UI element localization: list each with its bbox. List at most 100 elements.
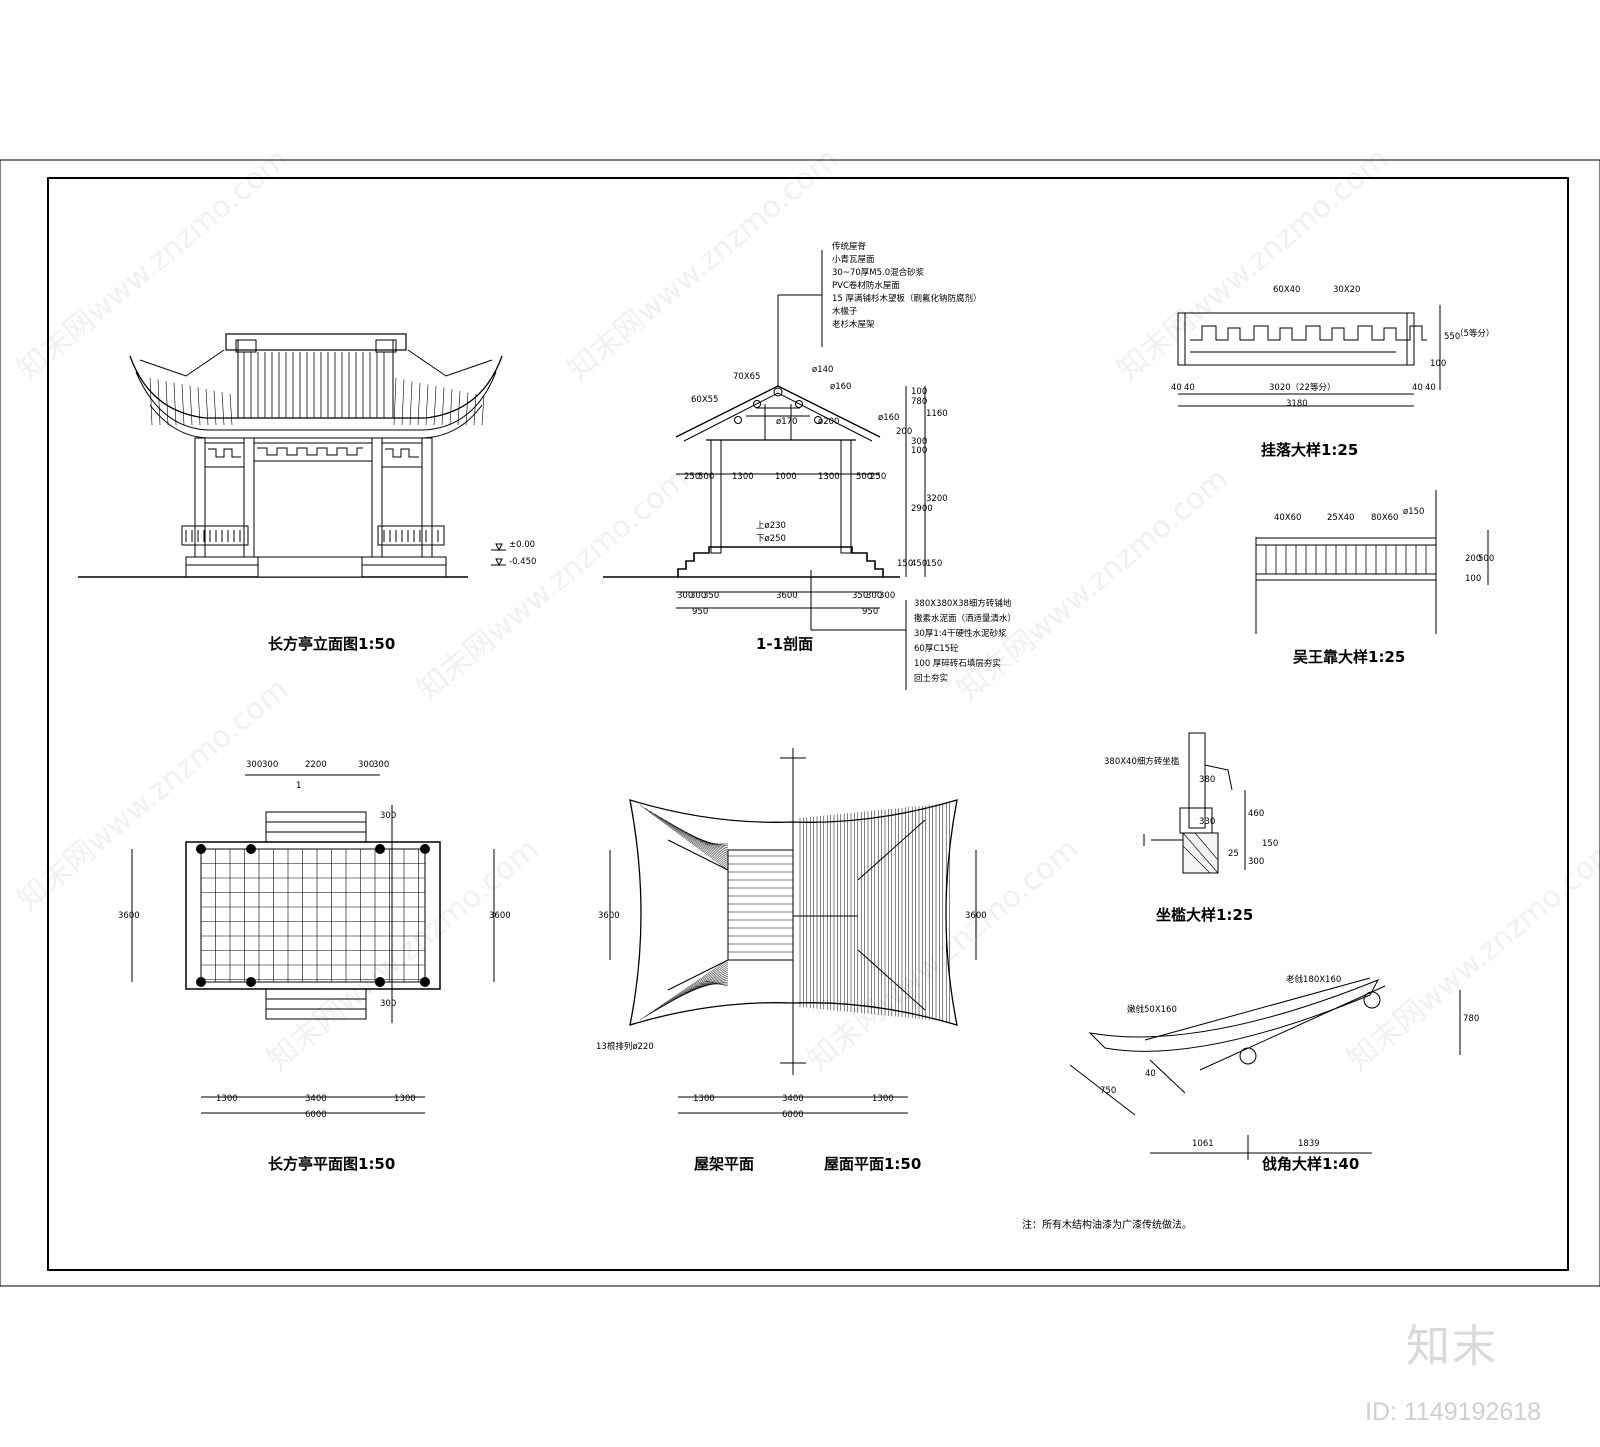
corner-d: 1061 — [1192, 1139, 1214, 1149]
roof-dim: 1300 — [872, 1094, 894, 1104]
sec-vdim: 1160 — [926, 409, 948, 419]
floor-layer: 回土夯实 — [914, 674, 949, 684]
elevation-title: 长方亭立面图1:50 — [268, 635, 396, 653]
outer-frame — [0, 159, 1600, 1287]
roof-right: 3600 — [965, 911, 987, 921]
sec-dim: 1300 — [732, 472, 754, 482]
hang-v1: 550 — [1444, 332, 1461, 342]
section-rafter: 70X65 — [733, 372, 761, 382]
plan-dim: 300 — [246, 760, 263, 770]
drawing-note: 注：所有木结构油漆为广漆传统做法。 — [1022, 1220, 1192, 1231]
roof-layer: 老杉木屋架 — [832, 320, 875, 330]
roof-frame-title: 屋架平面 — [694, 1155, 755, 1173]
corner-e: 1839 — [1298, 1139, 1320, 1149]
plan-cut: 1 — [296, 781, 302, 791]
floor-layer: 380X380X38细方砖铺地 — [914, 599, 1012, 609]
corner-a: 老戗180X160 — [1286, 975, 1342, 985]
roof-layer-list: 传统屋脊 小青瓦屋面 30~70厚M5.0混合砂浆 PVC卷材防水屋面 15 厚… — [832, 243, 982, 334]
bench-c: 80X60 — [1371, 513, 1399, 523]
sec-dim: 250 — [870, 472, 887, 482]
plan-drawing — [131, 774, 495, 1114]
sec-vdim: 100 — [911, 387, 928, 397]
elevation-drawing — [78, 333, 503, 578]
floor-layer: 100 厚碎砖石填层夯实 — [914, 659, 1001, 669]
hang-a: 60X40 — [1273, 285, 1301, 295]
sec-vdim: 3200 — [926, 494, 948, 504]
section-col-bottom: 下ø250 — [756, 534, 786, 544]
roof-layer: 30~70厚M5.0混合砂浆 — [832, 268, 925, 278]
elevation-level-mark — [491, 543, 506, 567]
hang-v3: （5等分） — [1455, 329, 1495, 339]
sec-dim: 300 — [879, 591, 896, 601]
level-bottom: -0.450 — [509, 557, 537, 567]
hang-e: 40 — [1171, 383, 1182, 393]
roof-plan-drawing — [609, 748, 977, 1114]
seat-e: 150 — [1262, 839, 1279, 849]
sec-vdim: 450 — [911, 559, 928, 569]
section-d200: ø200 — [818, 417, 840, 427]
section-d170: ø170 — [776, 417, 798, 427]
hang-g: 40 — [1412, 383, 1423, 393]
sec-dim: 350 — [703, 591, 720, 601]
bench-a: 40X60 — [1274, 513, 1302, 523]
roof-layer: PVC卷材防水屋面 — [832, 281, 900, 291]
roof-layer: 小青瓦屋面 — [832, 255, 875, 265]
sec-vdim: 2900 — [911, 504, 933, 514]
roof-total: 6000 — [782, 1110, 804, 1120]
bench-v3: 100 — [1465, 574, 1482, 584]
inner-frame — [47, 177, 1569, 1271]
seat-d: 460 — [1248, 809, 1265, 819]
sec-dim: 950 — [862, 607, 879, 617]
brand-logo: 知末 — [1406, 1321, 1498, 1372]
roof-layer: 15 厚满铺杉木望板（刷氟化钠防腐剂） — [832, 294, 982, 304]
plan-step: 300 — [380, 811, 397, 821]
section-d160: ø160 — [830, 382, 852, 392]
corner-g: 40 — [1145, 1069, 1156, 1079]
bench-v2: 500 — [1478, 554, 1495, 564]
plan-left: 3600 — [118, 911, 140, 921]
hang-v2: 100 — [1430, 359, 1447, 369]
seat-title: 坐槛大样1:25 — [1156, 906, 1254, 924]
plan-dim: 1300 — [216, 1094, 238, 1104]
sec-vdim: 300 — [911, 437, 928, 447]
eave-corner-title: 戗角大样1:40 — [1262, 1155, 1360, 1173]
seat-c: 330 — [1199, 817, 1216, 827]
bench-b: 25X40 — [1327, 513, 1355, 523]
roof-plan-title: 屋面平面1:50 — [824, 1155, 922, 1173]
bench-v1: 200 — [1465, 554, 1482, 564]
sec-dim: 3600 — [776, 591, 798, 601]
bench-back-drawing — [1255, 490, 1489, 634]
hanging-detail-drawing — [1177, 305, 1441, 407]
floor-layer: 撒素水泥面（洒适量清水） — [914, 614, 1017, 624]
plan-total: 6000 — [305, 1110, 327, 1120]
roof-note: 13根排列ø220 — [596, 1042, 654, 1052]
bench-back-title: 吴王靠大样1:25 — [1293, 648, 1406, 666]
roof-layer: 木椽子 — [832, 307, 858, 317]
hang-h: 40 — [1425, 383, 1436, 393]
sec-dim: 300 — [690, 591, 707, 601]
level-top: ±0.00 — [509, 540, 536, 550]
floor-layer: 60厚C15砼 — [914, 644, 959, 654]
seat-b: 380 — [1199, 775, 1216, 785]
section-d160b: ø160 — [878, 413, 900, 423]
sec-dim: 350 — [852, 591, 869, 601]
section-title: 1-1剖面 — [756, 635, 814, 653]
seat-f: 300 — [1248, 857, 1265, 867]
sec-vdim: 780 — [911, 397, 928, 407]
sec-dim: 950 — [692, 607, 709, 617]
plan-dim: 3400 — [305, 1094, 327, 1104]
section-d140: ø140 — [812, 365, 834, 375]
plan-title: 长方亭平面图1:50 — [268, 1155, 396, 1173]
sec-dim: 1300 — [818, 472, 840, 482]
plan-dim: 300 — [358, 760, 375, 770]
hang-c: 3020（22等分） — [1269, 383, 1336, 393]
eave-corner-drawing — [1069, 977, 1461, 1160]
sec-dim: 250 — [684, 472, 701, 482]
hang-b: 30X20 — [1333, 285, 1361, 295]
roof-dim: 3400 — [782, 1094, 804, 1104]
roof-dim: 1300 — [693, 1094, 715, 1104]
bench-d: ø150 — [1403, 507, 1425, 517]
plan-step: 300 — [380, 999, 397, 1009]
plan-dim: 300 — [262, 760, 279, 770]
